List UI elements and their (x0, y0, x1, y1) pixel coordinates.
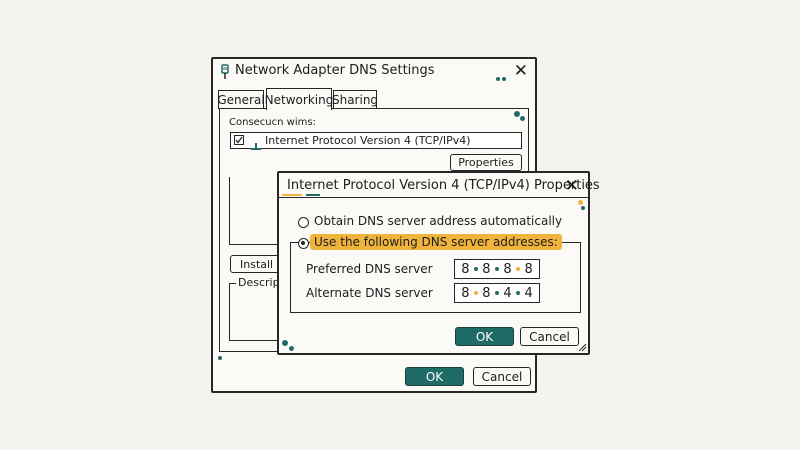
preferred-octet-3: 8 (503, 261, 512, 277)
decor-dot (581, 206, 585, 210)
radio-manual-dns[interactable] (298, 238, 309, 249)
octet-separator (494, 291, 499, 295)
decor-dot (289, 346, 294, 351)
decor-dot (520, 116, 525, 121)
preferred-octet-2: 8 (482, 261, 491, 277)
dialog-title-divider (279, 197, 588, 198)
decor-dot (496, 77, 500, 81)
preferred-octet-4: 8 (524, 261, 533, 277)
title-underline-decor (282, 194, 320, 196)
tab-sharing[interactable]: Sharing (331, 90, 379, 109)
decor-dot (218, 356, 222, 360)
close-icon[interactable]: ✕ (513, 61, 528, 81)
alternate-octet-4: 4 (524, 285, 533, 301)
preferred-dns-input[interactable]: 8 8 8 8 (454, 259, 540, 279)
decor-dot (514, 111, 520, 117)
alternate-octet-2: 8 (482, 285, 491, 301)
ipv4-properties-dialog: Internet Protocol Version 4 (TCP/IPv4) P… (277, 171, 600, 355)
alternate-dns-label: Alternate DNS server (306, 286, 433, 300)
close-icon[interactable]: ✕ (564, 176, 579, 196)
description-group: Descripti (229, 276, 289, 341)
install-button-label: Install (240, 257, 274, 271)
checkbox-checked-icon[interactable] (234, 135, 244, 145)
octet-separator (516, 291, 521, 295)
octet-separator (494, 267, 499, 271)
option-manual-label[interactable]: Use the following DNS server addresses: (310, 234, 562, 250)
octet-separator (473, 291, 478, 295)
preferred-octet-1: 8 (461, 261, 470, 277)
protocol-list[interactable]: Internet Protocol Version 4 (TCP/IPv4) (230, 132, 522, 150)
alternate-octet-3: 4 (503, 285, 512, 301)
dialog-ok-label: OK (475, 329, 494, 344)
parent-ok-button[interactable]: OK (405, 367, 464, 386)
tab-sharing-label: Sharing (331, 93, 379, 107)
components-area (229, 177, 289, 245)
properties-button-label: Properties (458, 156, 514, 169)
dialog-ok-button[interactable]: OK (455, 327, 514, 346)
dialog-title: Internet Protocol Version 4 (TCP/IPv4) P… (287, 178, 600, 193)
decor-dot (578, 200, 583, 205)
dialog-cancel-label: Cancel (529, 329, 570, 344)
octet-separator (516, 267, 521, 271)
radio-auto-dns[interactable] (298, 217, 309, 228)
parent-cancel-label: Cancel (481, 369, 523, 384)
parent-titlebar: Network Adapter DNS Settings ✕ (213, 59, 535, 85)
parent-ok-label: OK (425, 369, 444, 384)
dialog-cancel-button[interactable]: Cancel (520, 327, 579, 346)
properties-button[interactable]: Properties (450, 154, 522, 171)
connection-label: Consecucn wims: (229, 117, 316, 128)
tab-general-label: General (217, 93, 265, 107)
protocol-icon (249, 136, 263, 155)
description-label: Descripti (236, 276, 289, 289)
parent-cancel-button[interactable]: Cancel (473, 367, 531, 386)
decor-dot (502, 77, 506, 81)
resize-grip-icon[interactable] (577, 342, 587, 352)
alternate-dns-input[interactable]: 8 8 4 4 (454, 283, 540, 303)
tab-networking[interactable]: Networking (264, 88, 334, 110)
install-button[interactable]: Install (230, 255, 290, 273)
parent-window-title: Network Adapter DNS Settings (235, 63, 435, 78)
alternate-octet-1: 8 (461, 285, 470, 301)
decor-dot (282, 340, 288, 346)
protocol-item-label: Internet Protocol Version 4 (TCP/IPv4) (265, 134, 471, 147)
tab-networking-label: Networking (264, 92, 334, 107)
octet-separator (473, 267, 478, 271)
tab-general[interactable]: General (217, 90, 265, 109)
option-auto-label[interactable]: Obtain DNS server address automatically (314, 214, 563, 228)
network-adapter-icon (220, 64, 230, 84)
preferred-dns-label: Preferred DNS server (306, 262, 433, 276)
